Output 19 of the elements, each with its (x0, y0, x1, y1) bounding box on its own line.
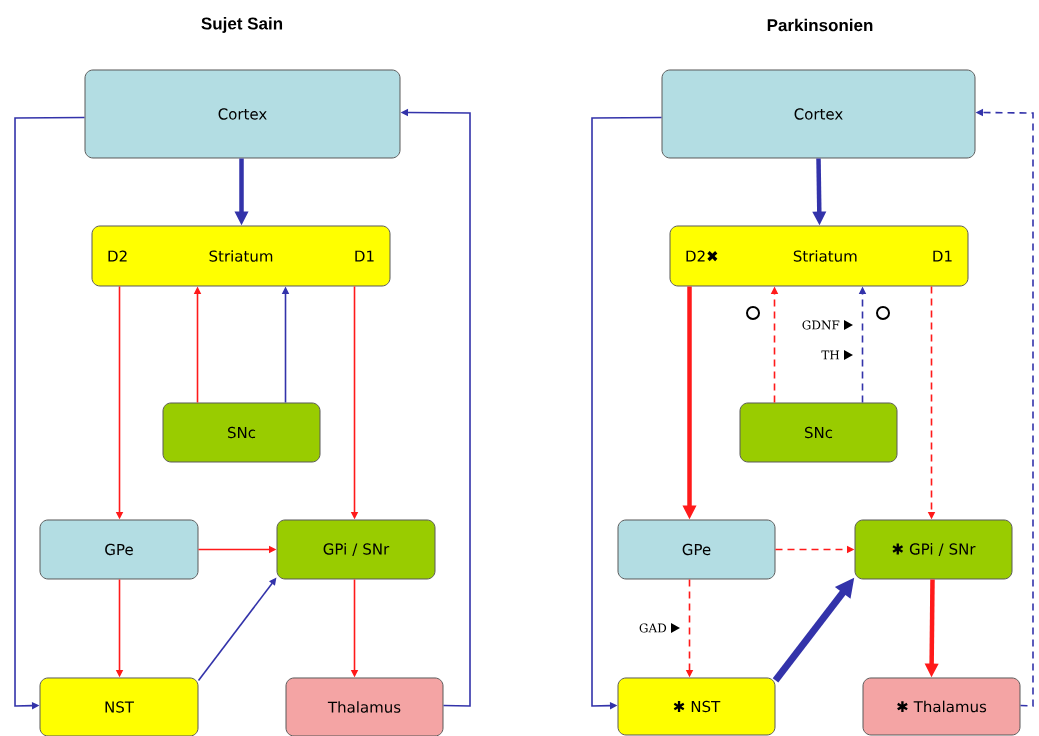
gene-label: GAD (639, 623, 667, 633)
panel-title: Parkinsonien (767, 18, 873, 32)
gene-label: TH (821, 350, 840, 360)
region-box: ✱ NST (617, 677, 776, 736)
region-box: ✱ Thalamus (862, 677, 1021, 736)
region-box: GPe (39, 519, 199, 580)
region-box: D2✖ Striatum D1 (669, 225, 969, 287)
region-box: Cortex (84, 69, 401, 159)
panel-title: Sujet Sain (201, 17, 283, 33)
region-box: SNc (739, 402, 898, 463)
region-box: NST (39, 677, 199, 736)
region-box: SNc (162, 402, 321, 463)
region-box: Cortex (661, 69, 976, 159)
region-box: ✱ GPi / SNr (854, 519, 1013, 580)
gene-label: GDNF (802, 320, 840, 330)
region-box: GPi / SNr (276, 519, 436, 580)
region-box: D2 Striatum D1 (91, 225, 391, 287)
region-box: GPe (617, 519, 776, 580)
region-box: Thalamus (285, 677, 444, 736)
